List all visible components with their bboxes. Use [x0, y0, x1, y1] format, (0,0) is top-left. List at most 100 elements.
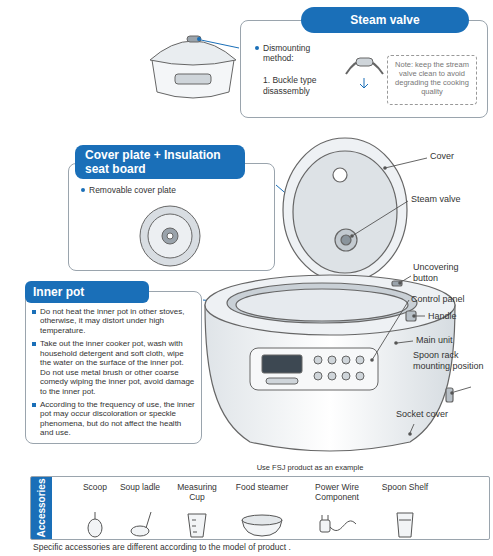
- small-cooker-icon: [187, 36, 201, 42]
- part-leader-line: [412, 314, 416, 318]
- part-leader-line: [350, 234, 354, 238]
- control-panel-picture: [250, 348, 378, 390]
- part-name: Cover: [430, 151, 480, 162]
- part-leader-line: [394, 341, 398, 345]
- bullet-text: Take out the inner cooker pot, wash with…: [40, 339, 195, 396]
- steam-valve-detail: [346, 58, 383, 88]
- label-slot: Handle: [428, 311, 483, 322]
- label-slot: Main unit: [416, 335, 486, 346]
- inner-pot-panel: Inner potDo not heat the inner pot in ot…: [25, 291, 202, 444]
- cover-plate-picture: [162, 228, 178, 244]
- label-slot: Soup ladle: [115, 482, 165, 492]
- small-cooker-icon: [150, 36, 236, 98]
- label-slot: Uncovering button: [413, 262, 481, 284]
- accessory-name: Spoon Shelf: [376, 482, 434, 492]
- label-slot: Power Wire Component: [305, 482, 369, 502]
- part-name: Spoon rack mounting position: [413, 350, 489, 372]
- label-slot: Spoon Shelf: [376, 482, 434, 492]
- cooker-main-unit: [392, 281, 402, 286]
- cooker-lid: [341, 235, 351, 245]
- accessory-name: Measuring Cup: [172, 482, 222, 502]
- part-leader-line: [416, 316, 425, 317]
- cooker-lid: [335, 229, 357, 251]
- cooker-main-unit: [236, 289, 408, 321]
- cover-plate-picture: [167, 233, 173, 239]
- note-box: Note: keep the stream valve clean to avo…: [387, 55, 477, 105]
- steam-valve-detail: [356, 58, 373, 66]
- steam-valve-panel: Steam valveDismounting method:1. Buckle …: [240, 20, 488, 118]
- cooker-main-unit: [446, 388, 453, 402]
- label-slot: Spoon rack mounting position: [413, 350, 489, 372]
- bullet-text: Do not heat the inner pot in other stove…: [40, 307, 195, 335]
- control-panel-picture: [262, 355, 302, 373]
- cooker-lid: [283, 138, 407, 282]
- vertical-heading: Accessories: [32, 477, 52, 539]
- control-panel-picture: [356, 372, 364, 380]
- control-panel-picture: [342, 356, 350, 364]
- part-name: Socket cover: [396, 409, 476, 420]
- part-leader-line: [408, 432, 412, 436]
- bullet-text: Removable cover plate: [89, 185, 268, 195]
- bullet-text: According to the frequency of use, the i…: [40, 400, 195, 438]
- example-note: Use FSJ product as an example: [230, 463, 390, 472]
- small-cooker-icon: [152, 60, 234, 98]
- panel-heading: Steam valve: [301, 7, 469, 33]
- accessory-name: Scoop: [75, 482, 115, 492]
- steam-valve-detail: [360, 78, 368, 88]
- label-slot: Steam valve: [411, 194, 481, 205]
- cooker-lid: [293, 151, 397, 273]
- part-leader-line: [401, 276, 411, 282]
- part-name: Handle: [428, 311, 483, 322]
- cover-plate-picture: [140, 206, 200, 266]
- note-text: Note: keep the stream valve clean to avo…: [388, 56, 476, 100]
- cover-plate-picture: [148, 214, 192, 258]
- part-leader-line: [352, 201, 408, 236]
- accessory-name: Power Wire Component: [305, 482, 369, 502]
- label-slot: Use FSJ product as an example: [230, 463, 390, 472]
- part-name: Uncovering button: [413, 262, 481, 284]
- part-leader-line: [410, 424, 414, 433]
- panel-heading: Inner pot: [25, 281, 149, 303]
- accessory-name: Soup ladle: [115, 482, 165, 492]
- part-name: Control panel: [411, 294, 489, 305]
- control-panel-picture: [328, 372, 336, 380]
- control-panel-picture: [266, 378, 298, 384]
- caption-slot: Specific accessories are different accor…: [33, 542, 488, 552]
- cooker-main-unit: [406, 311, 416, 321]
- part-leader-line: [398, 281, 402, 285]
- cooker-main-unit: [227, 283, 417, 323]
- label-slot: Measuring Cup: [172, 482, 222, 502]
- label-slot: Scoop: [75, 482, 115, 492]
- part-leader-line: [454, 387, 471, 392]
- cover-plate-picture: [140, 206, 200, 266]
- label-slot: Socket cover: [396, 409, 476, 420]
- leader-line: [201, 40, 239, 48]
- part-leader-line: [372, 300, 409, 360]
- part-leader-line: [385, 158, 427, 168]
- control-panel-picture: [250, 348, 378, 390]
- control-panel-picture: [314, 356, 322, 364]
- part-leader-line: [383, 166, 387, 170]
- part-leader-line: [370, 358, 374, 362]
- label-slot: Cover: [430, 151, 480, 162]
- control-panel-picture: [356, 356, 364, 364]
- caption: Specific accessories are different accor…: [33, 542, 488, 552]
- cover-plate-panel: Cover plate + Insulation seat boardRemov…: [68, 163, 275, 271]
- method-step: 1. Buckle type disassembly: [263, 75, 341, 95]
- part-name: Steam valve: [411, 194, 481, 205]
- cooker-main-unit: [205, 275, 455, 335]
- control-panel-picture: [328, 356, 336, 364]
- panel-heading: Cover plate + Insulation seat board: [75, 145, 245, 179]
- cooker-lid: [333, 168, 347, 182]
- cooker-lid: [283, 138, 407, 282]
- part-name: Main unit: [416, 335, 486, 346]
- control-panel-picture: [314, 372, 322, 380]
- accessory-name: Food steamer: [230, 482, 294, 492]
- part-leader-line: [397, 341, 413, 343]
- part-leader-line: [450, 391, 454, 395]
- leader-line: [197, 37, 201, 41]
- small-cooker-icon: [175, 74, 211, 84]
- label-slot: Control panel: [411, 294, 489, 305]
